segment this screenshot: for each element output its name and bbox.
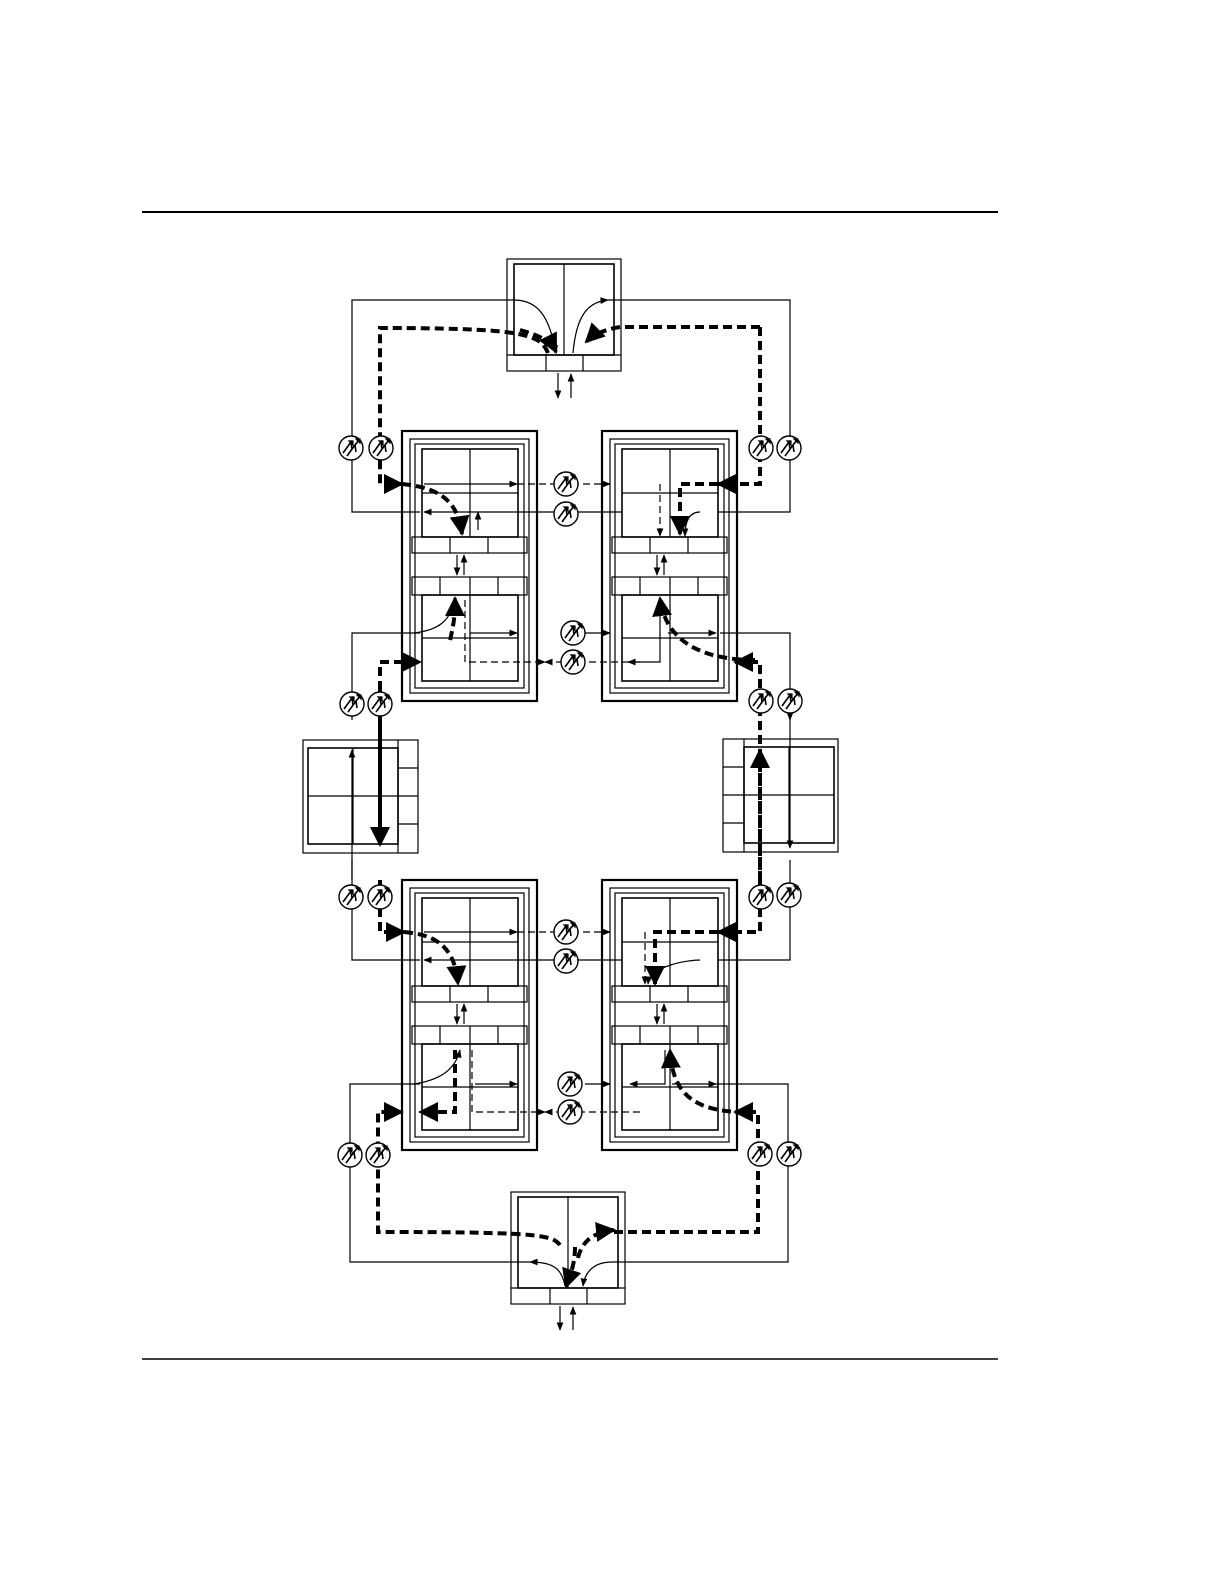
optical-amplifier-icon	[748, 1142, 772, 1166]
optical-amplifier-icon	[369, 436, 393, 460]
thick-dashed-path	[655, 932, 718, 984]
optical-amplifier-icon	[554, 472, 578, 496]
optical-amplifier-icon	[368, 885, 392, 909]
optical-amplifier-icon	[749, 885, 773, 909]
amplifiers	[338, 436, 802, 1167]
solid-path	[414, 600, 455, 633]
optical-amplifier-icon	[561, 621, 585, 645]
top-terminal	[507, 259, 760, 398]
optical-amplifier-icon	[749, 436, 773, 460]
optical-amplifier-icon	[561, 650, 585, 674]
thick-dashed-path	[586, 327, 760, 342]
optical-amplifier-icon	[368, 692, 392, 716]
optical-amplifier-icon	[339, 436, 363, 460]
optical-amplifier-icon	[554, 502, 578, 526]
thick-dashed-path	[402, 484, 462, 534]
thick-dashed-path	[378, 1112, 560, 1245]
optical-amplifier-icon	[339, 885, 363, 909]
thick-dashed-path	[420, 1050, 455, 1112]
thick-dashed-path	[380, 662, 420, 830]
solid-path	[630, 1050, 665, 1084]
optical-amplifier-icon	[777, 436, 801, 460]
optical-amplifier-icon	[558, 1100, 582, 1124]
optical-amplifier-icon	[777, 1142, 801, 1166]
dashed-path	[472, 1050, 545, 1112]
thick-dashed-path	[670, 1050, 745, 1112]
optical-amplifier-icon	[338, 1143, 362, 1167]
thick-dashed-path	[450, 598, 455, 640]
solid-path	[583, 1262, 612, 1286]
solid-path	[530, 1262, 565, 1286]
left-terminal	[303, 740, 418, 853]
thick-dashed-path	[380, 328, 548, 484]
thick-dashed-path	[578, 1230, 614, 1258]
node-a-west	[402, 431, 537, 701]
solid-path	[573, 300, 608, 353]
node-a-east	[602, 431, 737, 701]
optical-amplifier-icon	[554, 920, 578, 944]
optical-amplifier-icon	[778, 689, 802, 713]
dashed-path	[465, 600, 545, 662]
optical-amplifier-icon	[554, 949, 578, 973]
bottom-terminal	[511, 1192, 625, 1330]
thick-dashed-path	[404, 932, 458, 984]
right-terminal	[723, 739, 838, 852]
thick-dashed-path	[566, 1247, 575, 1287]
thick-dashed-path	[660, 598, 755, 660]
solid-path	[628, 600, 660, 662]
optical-amplifier-icon	[558, 1072, 582, 1096]
node-c-west	[402, 880, 537, 1150]
optical-amplifier-icon	[749, 689, 773, 713]
optical-amplifier-icon	[777, 883, 801, 907]
optical-amplifier-icon	[366, 1143, 390, 1167]
optical-amplifier-icon	[340, 692, 364, 716]
